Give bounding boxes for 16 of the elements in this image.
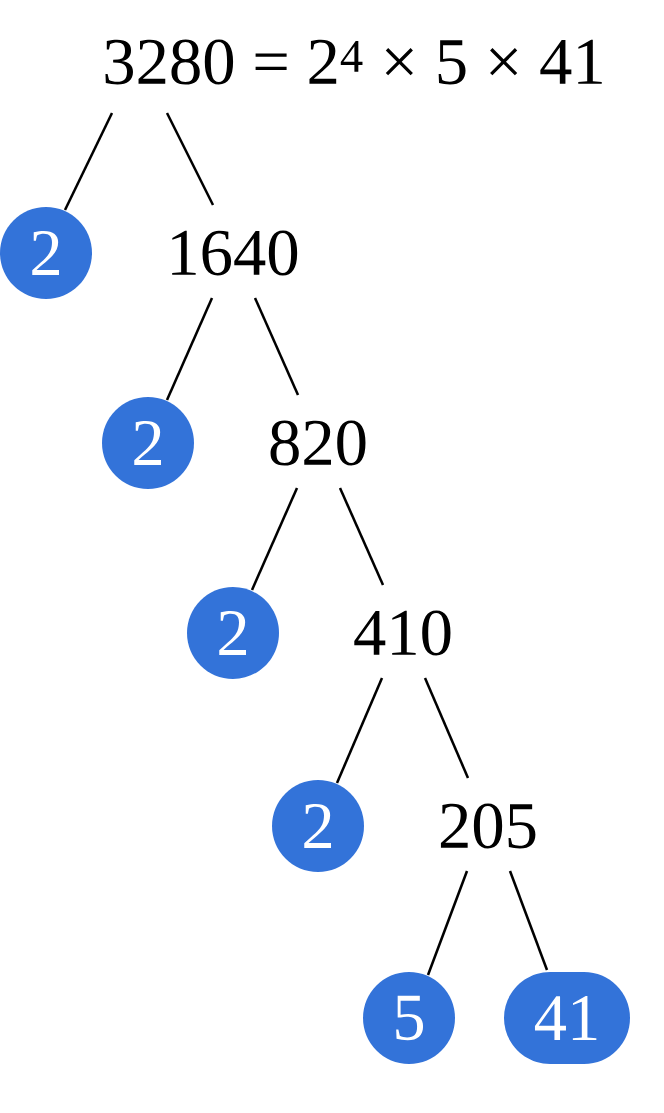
branch-line <box>338 487 385 586</box>
prime-pill: 41 <box>504 972 630 1064</box>
branch-line <box>165 112 215 206</box>
composite-number: 410 <box>354 610 451 656</box>
branch-line <box>63 112 114 211</box>
branch-line <box>426 870 469 976</box>
branch-line <box>508 870 549 971</box>
branch-line <box>165 297 214 401</box>
composite-number: 205 <box>440 803 536 849</box>
branch-line <box>335 677 384 784</box>
composite-number: 820 <box>270 420 366 466</box>
factorization-equation: 3280 = 2$^{4}$ × 5 × 41 <box>105 39 602 85</box>
branch-line <box>253 297 300 396</box>
branch-line <box>423 677 470 779</box>
composite-number: 1640 <box>172 230 298 276</box>
branch-line <box>250 487 299 591</box>
